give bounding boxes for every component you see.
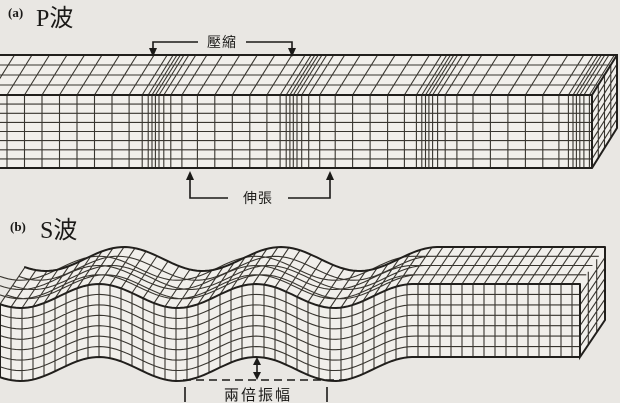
extension-bracket: 伸張 <box>186 171 334 207</box>
compression-label: 壓縮 <box>207 35 237 51</box>
extension-arrow-right-icon <box>326 171 334 180</box>
double-amplitude-label: 兩倍振幅 <box>224 387 292 403</box>
panel-a-title: P波 <box>36 5 73 32</box>
panel-b-title: S波 <box>40 217 77 244</box>
p-wave-block-grid <box>0 54 618 169</box>
amplitude-annotation: 兩倍振幅 <box>183 357 347 403</box>
p-wave-panel: (a) P波 壓縮 伸張 <box>0 5 618 207</box>
panel-b-index: (b) <box>10 219 26 234</box>
compression-bracket-line <box>152 41 293 50</box>
extension-arrow-left-icon <box>186 171 194 180</box>
s-wave-panel: (b) S波 兩倍振幅 <box>0 217 606 403</box>
panel-a-index: (a) <box>8 5 23 20</box>
amplitude-arrow-down-icon <box>253 372 261 380</box>
extension-label: 伸張 <box>243 191 273 207</box>
compression-bracket: 壓縮 <box>149 35 296 57</box>
compression-arrow-left-icon <box>149 48 157 57</box>
extension-bracket-line <box>189 180 331 199</box>
compression-arrow-right-icon <box>288 48 296 57</box>
s-wave-block-grid <box>0 245 606 383</box>
amplitude-arrow-up-icon <box>253 357 261 365</box>
